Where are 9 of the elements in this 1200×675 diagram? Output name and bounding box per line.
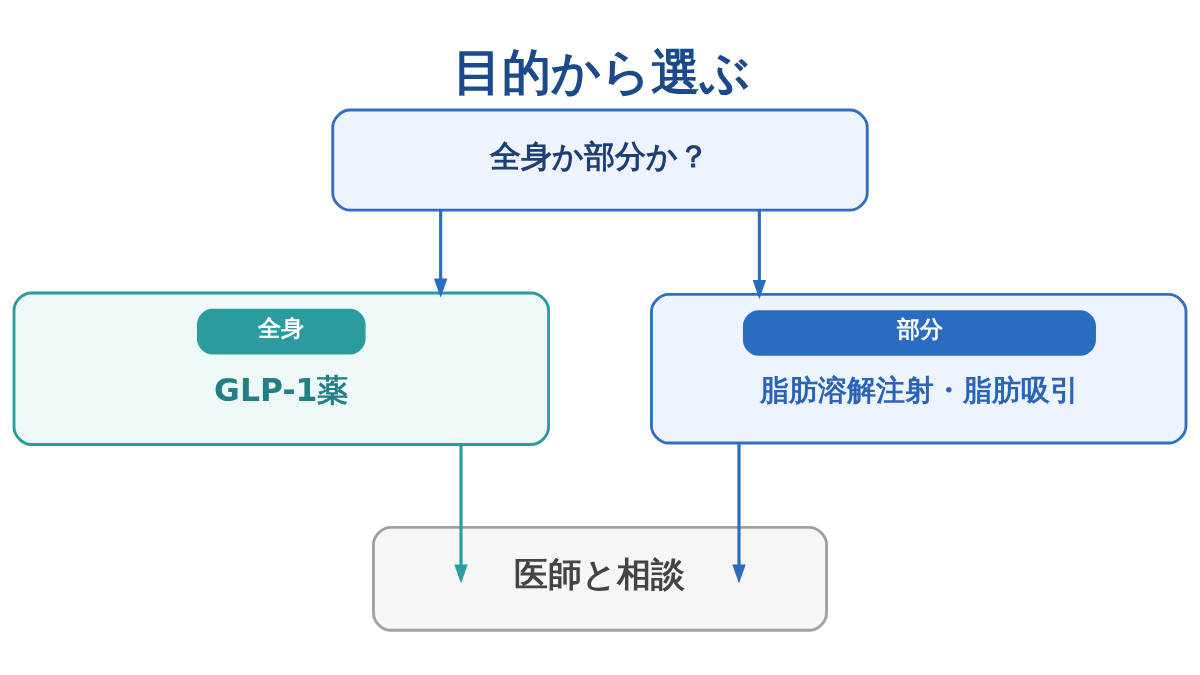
node-box: 全身か部分か？ [331,108,869,211]
arrow [732,442,746,584]
arrow [433,209,448,298]
diagram-title: 目的から選ぶ [453,43,751,100]
arrow [752,209,767,299]
node-box: 全身 GLP-1薬 [12,291,550,446]
arrow [454,444,468,584]
node-box: 部分 脂肪溶解注射・脂肪吸引 [650,292,1188,444]
node-box: 医師と相談 [372,525,828,632]
